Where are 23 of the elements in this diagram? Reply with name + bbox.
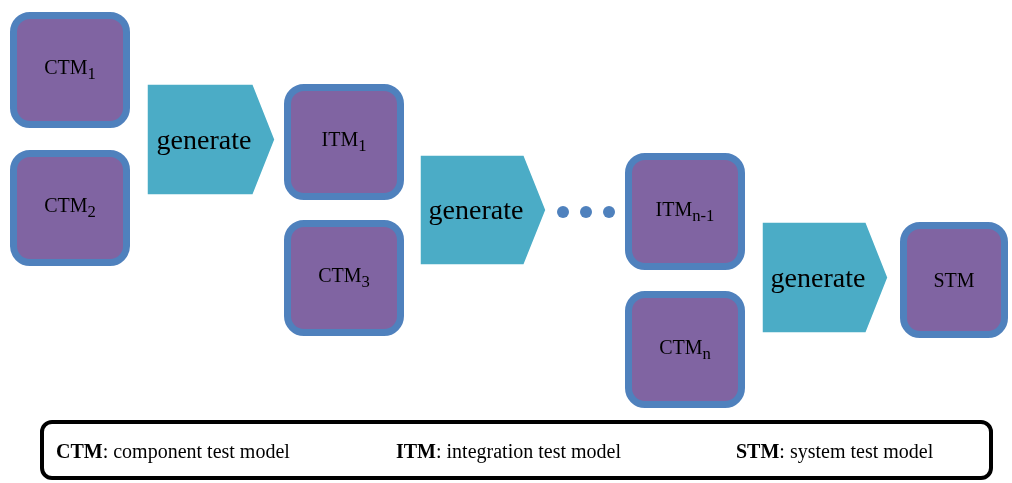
model-box [625,291,745,408]
box-label: ITM$_{1}$ [321,128,367,156]
chevron-arrow [146,83,276,196]
legend-entry: STM: system test model [736,440,934,463]
edge-label: generate [156,123,252,156]
box-label: STM [933,268,975,292]
box-label: CTM$_{2}$ [44,194,96,222]
box-label: CTM$_{3}$ [318,264,370,292]
box-label: CTM$_{n}$ [659,335,711,364]
box-label: ITM$_{n-1}$ [655,197,715,226]
edge-label: generate [428,194,524,226]
model-box [284,220,404,336]
model-box [10,150,130,266]
model-box [625,153,745,270]
model-box [900,222,1008,338]
legend-entry: ITM: integration test model [396,440,621,463]
legend-entry: CTM: component test model [56,440,290,463]
model-box [284,84,404,200]
model-box [10,12,130,128]
box-label: CTM$_{1}$ [44,56,96,84]
chevron-arrow [419,154,547,266]
chevron-arrow [761,221,889,334]
edge-label: generate [770,261,866,294]
